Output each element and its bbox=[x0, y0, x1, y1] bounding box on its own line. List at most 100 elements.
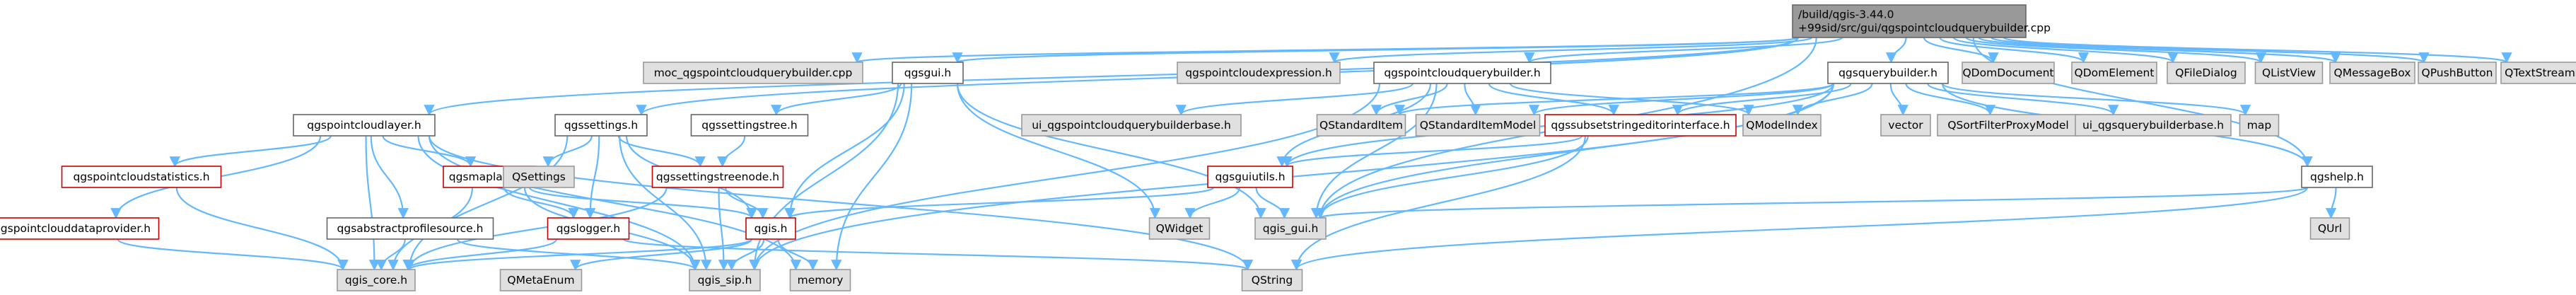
node-box-QDomDocument bbox=[1962, 62, 2055, 84]
node-qgslogger[interactable]: qgslogger.h bbox=[547, 217, 630, 240]
node-box-QDomElement bbox=[2071, 62, 2157, 84]
node-qgssettings[interactable]: qgssettings.h bbox=[554, 114, 648, 137]
node-QMessageBox[interactable]: QMessageBox bbox=[2329, 62, 2415, 84]
node-label-map: map bbox=[2247, 119, 2271, 132]
node-QSettings[interactable]: QSettings bbox=[503, 166, 575, 188]
nodes-layer: /build/qgis-3.44.0+99sid/src/gui/qgspoin… bbox=[0, 4, 2576, 291]
node-label-memory: memory bbox=[798, 274, 844, 287]
edge-qgspointcloudquerybuilder-to-qgis_gui bbox=[1310, 83, 1438, 219]
node-QDomDocument[interactable]: QDomDocument bbox=[1962, 62, 2055, 84]
node-memory[interactable]: memory bbox=[789, 269, 851, 291]
node-box-moc bbox=[643, 62, 863, 84]
edge-qgsquerybuilder-to-map bbox=[1941, 82, 2251, 116]
node-QFileDialog[interactable]: QFileDialog bbox=[2167, 62, 2246, 84]
edge-root-to-qgspointcloudlayer bbox=[424, 37, 1800, 116]
node-qgspointcloudexpression[interactable]: qgspointcloudexpression.h bbox=[1177, 62, 1341, 84]
node-label-QSortFilterProxyModel: QSortFilterProxyModel bbox=[1947, 119, 2068, 132]
node-ui_qb[interactable]: ui_qgsquerybuilderbase.h bbox=[2075, 114, 2232, 137]
node-label-root: +99sid/src/gui/qgspointcloudquerybuilder… bbox=[1798, 22, 2051, 35]
edge-qgsgui-to-QWidget bbox=[956, 83, 1161, 219]
node-box-root bbox=[1792, 4, 2027, 38]
node-QStandardItem[interactable]: QStandardItem bbox=[1316, 114, 1406, 137]
node-qgspointcloudlayer[interactable]: qgspointcloudlayer.h bbox=[293, 114, 436, 137]
edge-qgssubsetstringeditorinterface-to-qgis_gui bbox=[1315, 135, 1589, 219]
node-qgsquerybuilder[interactable]: qgsquerybuilder.h bbox=[1827, 62, 1949, 84]
node-box-QMetaEnum bbox=[499, 269, 583, 291]
node-QMetaEnum[interactable]: QMetaEnum bbox=[499, 269, 583, 291]
node-qgspointclouddataprovider[interactable]: qgspointclouddataprovider.h bbox=[0, 217, 160, 240]
node-label-QDomElement: QDomElement bbox=[2075, 66, 2155, 79]
node-qgis_core[interactable]: qgis_core.h bbox=[337, 269, 416, 291]
node-label-qgshelp: qgshelp.h bbox=[2310, 170, 2364, 183]
node-moc[interactable]: moc_qgspointcloudquerybuilder.cpp bbox=[643, 62, 863, 84]
edge-qgssettings-to-qgis_core bbox=[404, 135, 569, 271]
node-QUrl[interactable]: QUrl bbox=[2309, 217, 2350, 240]
edge-root-to-qgsquerybuilder bbox=[1885, 37, 1907, 64]
node-QDomElement[interactable]: QDomElement bbox=[2071, 62, 2157, 84]
node-label-qgssubsetstringeditorinterface: qgssubsetstringeditorinterface.h bbox=[1551, 119, 1730, 132]
node-label-qgssettingstree: qgssettingstree.h bbox=[701, 119, 798, 132]
node-qgssubsetstringeditorinterface[interactable]: qgssubsetstringeditorinterface.h bbox=[1544, 114, 1737, 137]
node-box-qgssettings bbox=[554, 114, 648, 137]
node-map[interactable]: map bbox=[2239, 114, 2280, 137]
edge-root-to-QMessageBox bbox=[1978, 36, 2341, 64]
node-qgis[interactable]: qgis.h bbox=[745, 217, 796, 240]
edge-qgsquerybuilder-to-qgis_sip bbox=[749, 83, 1835, 271]
node-label-qgspointclouddataprovider: qgspointclouddataprovider.h bbox=[0, 222, 151, 235]
node-box-map bbox=[2239, 114, 2280, 137]
node-qgshelp[interactable]: qgshelp.h bbox=[2301, 166, 2373, 188]
edge-qgsquerybuilder-to-vector bbox=[1889, 83, 1908, 116]
edge-qgshelp-to-QUrl bbox=[2325, 187, 2337, 219]
node-label-QMetaEnum: QMetaEnum bbox=[507, 274, 574, 287]
node-qgsguiutils[interactable]: qgsguiutils.h bbox=[1207, 166, 1293, 188]
edge-qgsabstractprofilesource-to-qgis_core bbox=[375, 238, 406, 271]
node-QModelIndex[interactable]: QModelIndex bbox=[1742, 114, 1822, 137]
node-box-QFileDialog bbox=[2167, 62, 2246, 84]
node-label-qgslogger: qgslogger.h bbox=[556, 222, 620, 235]
node-box-QModelIndex bbox=[1742, 114, 1822, 137]
edge-root-to-QDomElement bbox=[1939, 37, 2090, 64]
node-QString[interactable]: QString bbox=[1241, 269, 1303, 291]
node-QListView[interactable]: QListView bbox=[2254, 62, 2324, 84]
node-box-qgsgui bbox=[892, 62, 964, 84]
edge-root-to-qgspointcloudquerybuilder bbox=[1524, 36, 1843, 64]
node-box-QMessageBox bbox=[2329, 62, 2415, 84]
node-label-QStandardItemModel: QStandardItemModel bbox=[1420, 119, 1537, 132]
node-label-QMessageBox: QMessageBox bbox=[2334, 66, 2411, 79]
node-label-moc: moc_qgspointcloudquerybuilder.cpp bbox=[654, 66, 853, 80]
node-label-QListView: QListView bbox=[2262, 66, 2316, 79]
node-qgis_sip[interactable]: qgis_sip.h bbox=[689, 269, 761, 291]
edge-qgsquerybuilder-to-ui_qb bbox=[1927, 83, 2119, 116]
node-qgssettingstree[interactable]: qgssettingstree.h bbox=[690, 114, 809, 137]
node-qgspointcloudstatistics[interactable]: qgspointcloudstatistics.h bbox=[61, 166, 222, 188]
edge-qgis-to-QMetaEnum bbox=[570, 238, 753, 271]
node-qgspointcloudquerybuilder[interactable]: qgspointcloudquerybuilder.h bbox=[1373, 62, 1551, 84]
node-label-QString: QString bbox=[1252, 274, 1293, 287]
node-label-qgspointcloudstatistics: qgspointcloudstatistics.h bbox=[73, 170, 209, 183]
edge-qgsquerybuilder-to-QModelIndex bbox=[1792, 83, 1873, 116]
node-root[interactable]: /build/qgis-3.44.0+99sid/src/gui/qgspoin… bbox=[1792, 4, 2051, 38]
edge-root-to-qgsgui bbox=[952, 36, 1800, 64]
node-qgsabstractprofilesource[interactable]: qgsabstractprofilesource.h bbox=[326, 217, 494, 240]
node-label-qgspointcloudexpression: qgspointcloudexpression.h bbox=[1185, 66, 1332, 79]
edge-qgssettings-to-QSettings bbox=[542, 135, 593, 168]
node-box-QSettings bbox=[503, 166, 575, 188]
node-QPushButton[interactable]: QPushButton bbox=[2418, 62, 2497, 84]
node-vector[interactable]: vector bbox=[1880, 114, 1931, 137]
edge-qgsquerybuilder-to-QStandardItemModel bbox=[1529, 82, 1835, 116]
node-label-qgis: qgis.h bbox=[754, 222, 788, 235]
node-ui_pcqb[interactable]: ui_qgspointcloudquerybuilderbase.h bbox=[1021, 114, 1242, 137]
node-qgis_gui[interactable]: qgis_gui.h bbox=[1254, 217, 1327, 240]
edge-qgsguiutils-to-QWidget bbox=[1184, 187, 1241, 219]
node-QStandardItemModel[interactable]: QStandardItemModel bbox=[1415, 114, 1541, 137]
node-QSortFilterProxyModel[interactable]: QSortFilterProxyModel bbox=[1937, 114, 2080, 137]
node-QWidget[interactable]: QWidget bbox=[1148, 217, 1211, 240]
edge-root-to-QDomDocument bbox=[1923, 37, 1999, 64]
node-qgsgui[interactable]: qgsgui.h bbox=[892, 62, 964, 84]
edge-qgspointcloudlayer-to-qgis_core bbox=[365, 135, 380, 271]
node-box-qgssubsetstringeditorinterface bbox=[1544, 114, 1737, 137]
node-box-QTextStream bbox=[2500, 62, 2576, 84]
edge-qgsquerybuilder-to-QSortFilterProxyModel bbox=[1905, 83, 1996, 116]
node-QTextStream[interactable]: QTextStream bbox=[2500, 62, 2576, 84]
node-qgssettingstreenode[interactable]: qgssettingstreenode.h bbox=[651, 166, 784, 188]
